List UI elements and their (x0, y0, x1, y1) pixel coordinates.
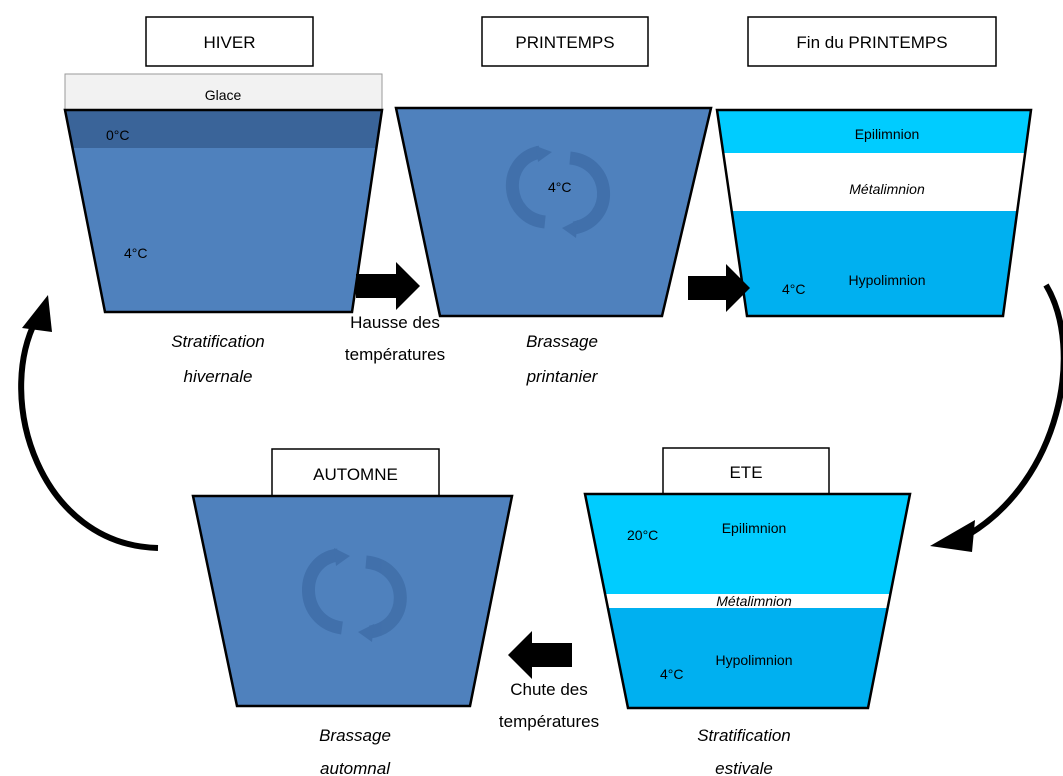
caption-hiver-line1: Stratification (171, 332, 265, 351)
lake-printemps: 4°C (394, 106, 713, 318)
epilimnion-label-ete: Epilimnion (722, 520, 787, 536)
caption-printemps-line1: Brassage (526, 332, 598, 351)
block-arrow-right-icon (356, 262, 420, 310)
circular-mixing-arrows-icon (506, 145, 610, 238)
season-label-ete: ETE (729, 463, 762, 482)
metalimnion-label: Métalimnion (849, 181, 925, 197)
caption-ete-line2: estivale (715, 759, 773, 776)
cold-surface-layer (65, 110, 382, 148)
season-label-automne: AUTOMNE (313, 465, 398, 484)
epilimnion-layer-ete (585, 494, 910, 594)
temp-label-twenty: 20°C (627, 527, 658, 543)
metalimnion-layer-ete (585, 594, 910, 608)
label-box-fin-printemps: Fin du PRINTEMPS (747, 16, 997, 67)
epilimnion-label: Epilimnion (855, 126, 920, 142)
hypolimnion-label: Hypolimnion (848, 272, 925, 288)
lake-automne (191, 494, 514, 708)
lake-fin-printemps: Epilimnion Métalimnion Hypolimnion 4°C (715, 108, 1033, 318)
hypolimnion-label-ete: Hypolimnion (715, 652, 792, 668)
label-box-printemps: PRINTEMPS (481, 16, 649, 67)
transition-chute-line1: Chute des (510, 680, 588, 699)
transition-chute-line2: températures (499, 712, 599, 731)
curved-cycle-arrow-icon (18, 295, 159, 551)
block-arrow-left-icon (508, 631, 572, 679)
block-arrow-right-icon (688, 264, 750, 312)
lake-hiver: Glace 0°C 4°C (63, 73, 384, 314)
transition-hausse-line1: Hausse des (350, 313, 440, 332)
circular-mixing-arrows-icon (302, 548, 407, 642)
epilimnion-layer (717, 110, 1031, 153)
label-box-ete: ETE (662, 447, 830, 497)
hypolimnion-layer-ete (585, 608, 910, 708)
season-label-printemps: PRINTEMPS (515, 33, 614, 52)
season-label-hiver: HIVER (204, 33, 256, 52)
temp-label-four: 4°C (124, 245, 148, 261)
transition-hausse-line2: températures (345, 345, 445, 364)
label-box-automne: AUTOMNE (271, 448, 440, 499)
caption-automne-line1: Brassage (319, 726, 391, 745)
temp-label-four-late: 4°C (782, 281, 806, 297)
ice-layer (64, 73, 383, 113)
hypolimnion-layer (717, 211, 1031, 316)
temp-label-four-ete: 4°C (660, 666, 684, 682)
caption-ete-line1: Stratification (697, 726, 791, 745)
caption-printemps-line2: printanier (526, 367, 599, 386)
label-box-hiver: HIVER (145, 16, 314, 67)
curved-cycle-arrow-icon (930, 283, 1063, 552)
temp-label-zero: 0°C (106, 127, 130, 143)
season-label-fin-printemps: Fin du PRINTEMPS (796, 33, 947, 52)
metalimnion-layer (717, 153, 1031, 211)
lake-ete: 20°C Epilimnion Métalimnion Hypolimnion … (583, 492, 912, 710)
metalimnion-label-ete: Métalimnion (716, 593, 792, 609)
caption-automne-line2: automnal (320, 759, 391, 776)
temp-label-mixing: 4°C (548, 179, 572, 195)
caption-hiver-line2: hivernale (184, 367, 253, 386)
ice-label: Glace (205, 87, 242, 103)
